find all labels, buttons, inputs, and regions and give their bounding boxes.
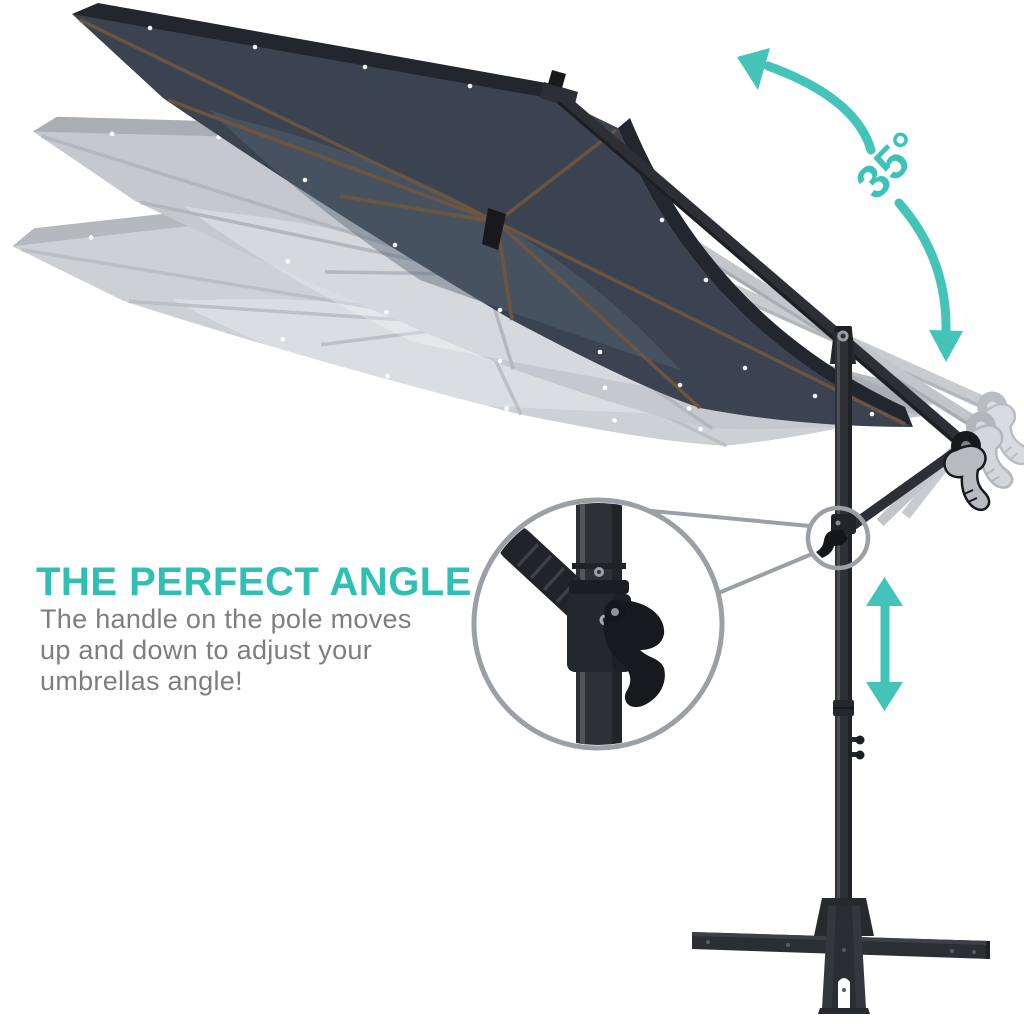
- description-line-2: up and down to adjust your: [40, 635, 373, 665]
- description-line-3: umbrellas angle!: [40, 666, 243, 696]
- description-text: The handle on the pole moves up and down…: [40, 604, 412, 697]
- handle-highlight-circle: [805, 505, 871, 571]
- rotation-arrow-icon: [737, 48, 963, 362]
- zoom-callout: [471, 497, 871, 751]
- description-line-1: The handle on the pole moves: [40, 604, 412, 634]
- closeup-lever: [603, 599, 665, 708]
- page-title: THE PERFECT ANGLE: [36, 560, 472, 604]
- umbrella-cross-base: [692, 898, 990, 1014]
- tilt-handle-collar: [831, 514, 856, 534]
- tilt-handle-lever: [816, 529, 848, 558]
- up-down-arrow-icon: [866, 577, 903, 711]
- umbrella-pole: [816, 326, 865, 952]
